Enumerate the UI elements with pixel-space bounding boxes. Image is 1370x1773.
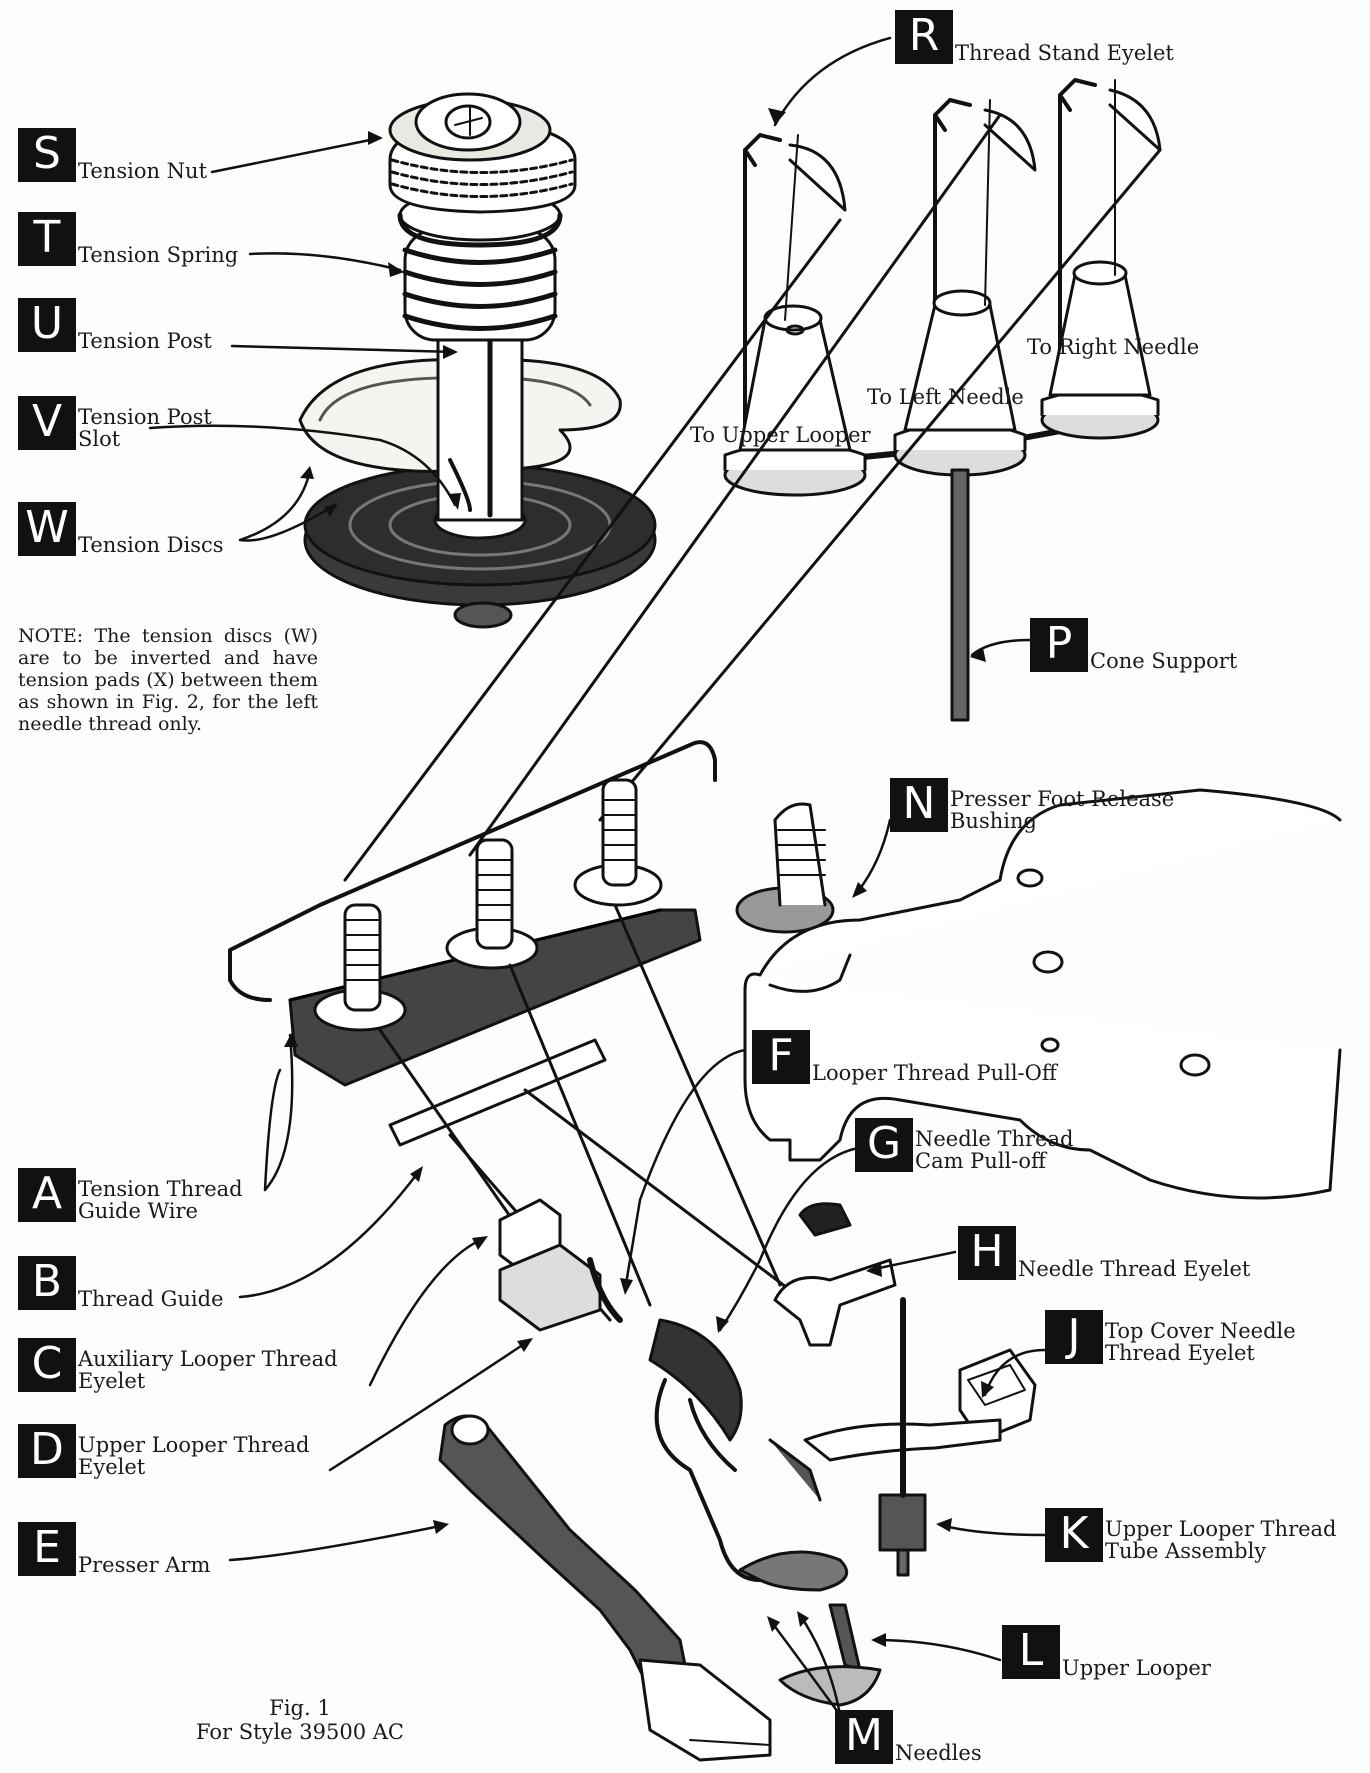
thread-guide-and-threads (378, 903, 792, 1322)
callout-label: Needles (895, 1741, 982, 1765)
callout-letter-badge: L (1002, 1625, 1060, 1679)
callout-s-tension-nut: S Tension Nut (18, 128, 207, 182)
callout-letter-badge: V (18, 396, 76, 450)
callout-letter-badge: M (835, 1710, 893, 1764)
callout-letter-badge: P (1030, 618, 1088, 672)
to-left-needle-label: To Left Needle (867, 385, 1024, 409)
tension-discs-note: NOTE: The tension discs (W) are to be in… (18, 625, 318, 735)
callout-label: Upper Looper Thread Tube Assembly (1105, 1517, 1337, 1563)
callout-label: Presser Foot Release Bushing (950, 787, 1175, 833)
callout-letter-badge: E (18, 1522, 76, 1576)
callout-label: Tension Spring (78, 243, 239, 267)
callout-label: Needle Thread Cam Pull-off (915, 1127, 1074, 1173)
figure-number: Fig. 1 (269, 1696, 331, 1720)
callout-c-auxiliary-looper-thread-eyelet: C Auxiliary Looper Thread Eyelet (18, 1338, 338, 1392)
callout-label: Presser Arm (78, 1553, 211, 1577)
callout-label: Tension Post Slot (78, 405, 212, 451)
callout-e-presser-arm: E Presser Arm (18, 1522, 210, 1576)
arrowheads (284, 108, 994, 1647)
callout-label: Upper Looper (1062, 1656, 1211, 1680)
triple-tension-unit (228, 740, 717, 1087)
callout-letter-badge: S (18, 128, 76, 182)
callout-letter-badge: A (18, 1168, 76, 1222)
callout-label: Needle Thread Eyelet (1018, 1257, 1251, 1281)
callout-letter-badge: C (18, 1338, 76, 1392)
presser-arm (438, 1414, 772, 1762)
threads-upper (343, 113, 1162, 882)
callout-m-needles: M Needles (835, 1710, 982, 1764)
callout-n-presser-foot-release-bushing: N Presser Foot Release Bushing (890, 778, 1174, 832)
callout-label: Tension Discs (78, 533, 224, 557)
callout-label: Auxiliary Looper Thread Eyelet (78, 1347, 338, 1393)
callout-letter-badge: D (18, 1424, 76, 1478)
callout-letter-badge: R (895, 10, 953, 64)
callout-letter-badge: F (752, 1030, 810, 1084)
callout-letter-badge: N (890, 778, 948, 832)
callout-l-upper-looper: L Upper Looper (1002, 1625, 1211, 1679)
lower-mechanism (498, 1198, 1037, 1707)
callout-letter-badge: J (1045, 1310, 1103, 1364)
callout-r-thread-stand-eyelet: R Thread Stand Eyelet (895, 10, 1174, 64)
callout-label: Thread Stand Eyelet (955, 41, 1174, 65)
callout-label: Tension Nut (78, 159, 208, 183)
callout-letter-badge: T (18, 212, 76, 266)
callout-letter-badge: U (18, 298, 76, 352)
machine-body (735, 788, 1342, 1200)
callout-label: Cone Support (1090, 649, 1238, 673)
callout-label: Top Cover Needle Thread Eyelet (1105, 1319, 1296, 1365)
callout-letter-badge: H (958, 1226, 1016, 1280)
callout-j-top-cover-needle-thread-eyelet: J Top Cover Needle Thread Eyelet (1045, 1310, 1296, 1364)
thread-stand (723, 78, 1162, 722)
to-upper-looper-label: To Upper Looper (690, 423, 871, 447)
figure-caption: Fig. 1 For Style 39500 AC (150, 1696, 450, 1744)
callout-v-tension-post-slot: V Tension Post Slot (18, 396, 212, 450)
callout-a-tension-thread-guide-wire: A Tension Thread Guide Wire (18, 1168, 243, 1222)
callout-g-needle-thread-cam-pull-off: G Needle Thread Cam Pull-off (855, 1118, 1073, 1172)
callout-label: Looper Thread Pull-Off (812, 1061, 1057, 1085)
callout-label: Tension Thread Guide Wire (78, 1177, 243, 1223)
callout-u-tension-post: U Tension Post (18, 298, 212, 352)
callout-letter-badge: W (18, 502, 76, 556)
callout-b-thread-guide: B Thread Guide (18, 1256, 224, 1310)
callout-d-upper-looper-thread-eyelet: D Upper Looper Thread Eyelet (18, 1424, 310, 1478)
callout-letter-badge: G (855, 1118, 913, 1172)
callout-label: Tension Post (78, 329, 212, 353)
leader-lines (148, 36, 1047, 1717)
callout-w-tension-discs: W Tension Discs (18, 502, 224, 556)
callout-f-looper-thread-pull-off: F Looper Thread Pull-Off (752, 1030, 1057, 1084)
callout-k-upper-looper-thread-tube-assembly: K Upper Looper Thread Tube Assembly (1045, 1508, 1337, 1562)
callout-label: Thread Guide (78, 1287, 224, 1311)
callout-p-cone-support: P Cone Support (1030, 618, 1237, 672)
callout-h-needle-thread-eyelet: H Needle Thread Eyelet (958, 1226, 1250, 1280)
to-right-needle-label: To Right Needle (1027, 335, 1200, 359)
callout-letter-badge: K (1045, 1508, 1103, 1562)
callout-letter-badge: B (18, 1256, 76, 1310)
callout-label: Upper Looper Thread Eyelet (78, 1433, 310, 1479)
tension-assembly (298, 92, 657, 629)
callout-t-tension-spring: T Tension Spring (18, 212, 238, 266)
figure-style: For Style 39500 AC (195, 1720, 404, 1744)
